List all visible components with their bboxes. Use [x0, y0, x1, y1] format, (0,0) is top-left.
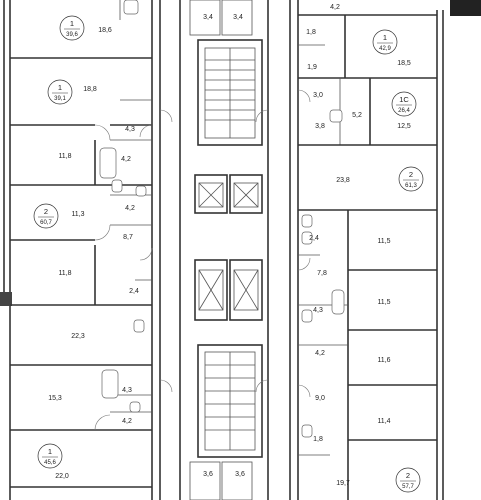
room-area: 11,8 [58, 153, 71, 160]
bathroom-fixtures [99, 0, 345, 438]
apartment-badge: 2 57,7 [395, 467, 421, 493]
structural-column [0, 292, 12, 306]
apartment-total-area: 57,7 [402, 484, 414, 490]
room-area: 8,7 [123, 234, 133, 241]
room-area: 18,6 [98, 27, 112, 34]
room-area: 3,0 [313, 92, 323, 99]
room-area: 4,3 [122, 387, 132, 394]
room-area: 3,6 [235, 471, 245, 478]
room-area: 4,2 [330, 4, 340, 11]
left-block-partitions [10, 0, 152, 488]
apartment-badge: 2 60,7 [33, 203, 59, 229]
room-area: 4,2 [125, 205, 135, 212]
room-area: 4,3 [125, 126, 135, 133]
room-area: 5,2 [352, 112, 362, 119]
structural-column [450, 0, 481, 16]
apartment-type: 2 [44, 207, 48, 216]
apartment-total-area: 60,7 [40, 220, 52, 226]
apartment-total-area: 26,4 [398, 108, 410, 114]
stairwell-bottom [197, 344, 263, 458]
room-area: 2,4 [129, 288, 139, 295]
room-area: 3,8 [315, 123, 325, 130]
apartment-total-area: 45,6 [44, 460, 56, 466]
stairwell-top [197, 39, 263, 146]
room-area: 11,3 [71, 211, 84, 218]
room-area: 3,4 [203, 14, 213, 21]
room-area: 12,5 [397, 123, 411, 130]
room-area: 1,9 [307, 64, 317, 71]
apartment-badge: 1С 26,4 [391, 91, 417, 117]
apartment-type: 1 [70, 19, 74, 28]
room-area: 11,8 [58, 270, 71, 277]
apartment-type: 2 [406, 471, 410, 480]
room-area: 3,6 [203, 471, 213, 478]
apartment-total-area: 42,9 [379, 46, 391, 52]
apartment-total-area: 61,3 [405, 183, 417, 189]
room-area: 11,6 [377, 357, 390, 364]
room-area: 4,2 [315, 350, 325, 357]
apartment-badge: 1 45,6 [37, 443, 63, 469]
room-area: 9,0 [315, 395, 325, 402]
apartment-badge: 1 39,1 [47, 79, 73, 105]
room-area: 7,8 [317, 270, 327, 277]
apartment-type: 1 [48, 447, 52, 456]
room-area: 4,2 [121, 156, 131, 163]
elevator-shaft [229, 174, 263, 214]
room-area: 18,8 [83, 86, 97, 93]
room-area: 2,4 [309, 235, 319, 242]
room-area: 1,8 [306, 29, 316, 36]
room-area: 18,5 [397, 60, 411, 67]
apartment-badge: 1 39,6 [59, 15, 85, 41]
room-area: 11,5 [377, 299, 390, 306]
apartment-badge: 2 61,3 [398, 166, 424, 192]
apartment-total-area: 39,1 [54, 96, 66, 102]
apartment-type: 1 [58, 83, 62, 92]
room-area: 22,3 [71, 333, 85, 340]
room-area: 22,0 [55, 473, 69, 480]
room-area: 4,2 [122, 418, 132, 425]
room-area: 19,7 [336, 480, 350, 487]
apartment-type: 1 [383, 33, 387, 42]
right-block-partitions [298, 14, 437, 500]
building-core [189, 0, 263, 500]
room-area: 11,4 [377, 418, 390, 425]
room-area: 11,5 [377, 238, 390, 245]
apartment-type: 2 [409, 170, 413, 179]
door-swings [94, 89, 311, 431]
room-area: 23,8 [336, 177, 350, 184]
room-area-labels: 18,6 18,8 4,3 11,8 4,2 11,3 4,2 8,7 11,8… [48, 4, 411, 487]
room-area: 15,3 [48, 395, 62, 402]
elevator-shaft [229, 259, 263, 321]
elevator-shaft [194, 259, 228, 321]
room-area: 1,8 [313, 436, 323, 443]
room-area: 4,3 [313, 307, 323, 314]
apartment-badge: 1 42,9 [372, 29, 398, 55]
apartment-type: 1С [399, 95, 409, 104]
elevator-shaft [194, 174, 228, 214]
room-area: 3,4 [233, 14, 243, 21]
apartment-total-area: 39,6 [66, 32, 78, 38]
